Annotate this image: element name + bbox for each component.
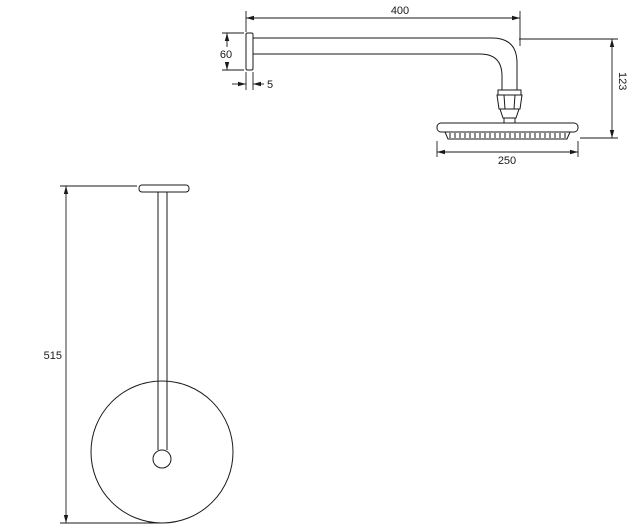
- arrowhead: [224, 33, 230, 41]
- spray-face: [444, 131, 571, 140]
- arrowhead: [63, 515, 69, 523]
- dim-overall-height-label: 515: [44, 350, 62, 362]
- arrowhead: [253, 81, 261, 87]
- arm-inner-edge: [253, 53, 503, 90]
- dim-arm-length: [245, 11, 521, 46]
- head-circle: [90, 380, 234, 524]
- dimension-labels: 400 60 5 123 250 515: [44, 5, 628, 362]
- arrowhead: [63, 186, 69, 194]
- arrowhead: [437, 149, 445, 155]
- dim-head-drop: [519, 38, 618, 139]
- dim-head-diameter-label: 250: [498, 155, 516, 167]
- nozzle-hatch: [449, 133, 566, 138]
- dim-overall-height: [60, 185, 160, 524]
- dim-head-diameter: [436, 141, 579, 157]
- dim-head-drop-label: 123: [616, 72, 628, 90]
- dim-flange-size-label: 60: [220, 49, 232, 61]
- shower-head-side: [436, 122, 579, 140]
- wall-flange: [245, 32, 254, 71]
- arrowhead: [238, 81, 246, 87]
- arrowhead: [246, 15, 254, 21]
- front-view: [90, 184, 234, 524]
- dimensions: [60, 11, 618, 524]
- dim-flange-size: [222, 32, 244, 71]
- dim-flange-thickness-label: 5: [267, 79, 273, 91]
- dim-flange-thickness: [232, 72, 264, 90]
- arrowhead: [512, 15, 520, 21]
- head-disc: [436, 122, 579, 133]
- arrowhead: [570, 149, 578, 155]
- arm-connector: [496, 89, 523, 124]
- arrowhead: [609, 39, 615, 47]
- hub-circle: [152, 449, 172, 469]
- arrowhead: [609, 130, 615, 138]
- front-flange: [138, 184, 190, 193]
- dim-arm-length-label: 400: [391, 5, 409, 17]
- arm-outer-edge: [253, 37, 518, 90]
- side-view: [245, 32, 579, 140]
- arrowhead: [224, 62, 230, 70]
